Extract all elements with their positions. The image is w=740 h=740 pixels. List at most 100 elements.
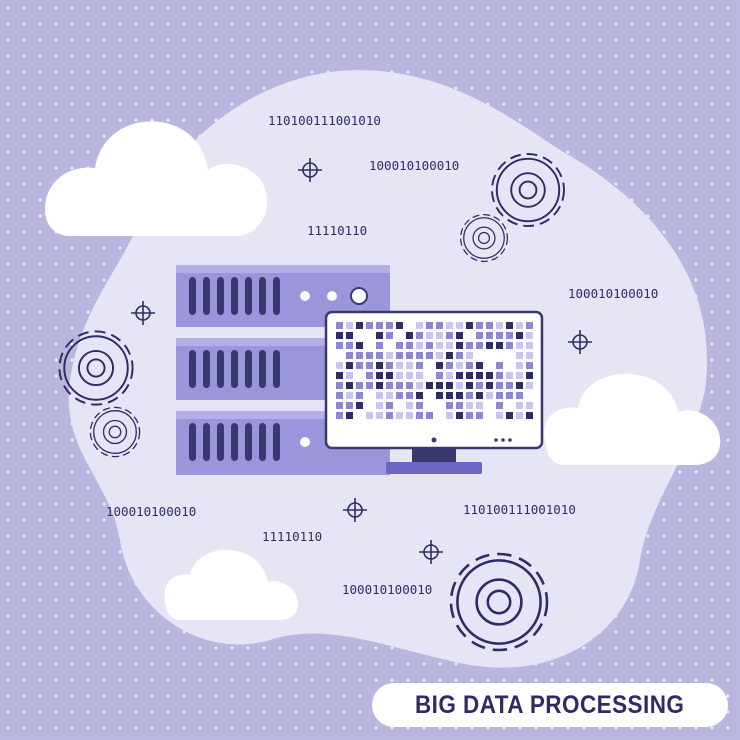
data-pixel bbox=[426, 322, 433, 329]
data-pixel bbox=[446, 412, 453, 419]
data-pixel bbox=[416, 412, 423, 419]
data-pixel bbox=[426, 342, 433, 349]
data-pixel bbox=[346, 332, 353, 339]
data-pixel bbox=[466, 342, 473, 349]
data-pixel bbox=[416, 392, 423, 399]
data-pixel bbox=[406, 362, 413, 369]
data-pixel bbox=[526, 372, 533, 379]
data-pixel bbox=[396, 382, 403, 389]
data-pixel bbox=[396, 392, 403, 399]
data-pixel bbox=[436, 392, 443, 399]
data-pixel bbox=[496, 372, 503, 379]
cloud-icon bbox=[544, 373, 721, 465]
data-pixel bbox=[386, 392, 393, 399]
data-pixel bbox=[446, 352, 453, 359]
data-pixel bbox=[426, 382, 433, 389]
data-pixel bbox=[456, 392, 463, 399]
data-pixel bbox=[406, 332, 413, 339]
data-pixel bbox=[406, 382, 413, 389]
data-pixel bbox=[416, 332, 423, 339]
data-pixel bbox=[386, 322, 393, 329]
data-pixel bbox=[346, 342, 353, 349]
data-pixel bbox=[436, 362, 443, 369]
data-pixel bbox=[346, 392, 353, 399]
data-pixel bbox=[446, 382, 453, 389]
monitor-icon bbox=[324, 310, 544, 474]
data-pixel bbox=[366, 322, 373, 329]
data-pixel bbox=[516, 402, 523, 409]
data-pixel bbox=[516, 412, 523, 419]
data-pixel bbox=[486, 322, 493, 329]
data-pixel bbox=[526, 322, 533, 329]
data-pixel bbox=[496, 412, 503, 419]
page-title: BIG DATA PROCESSING bbox=[415, 690, 685, 719]
data-pixel bbox=[366, 382, 373, 389]
data-pixel bbox=[406, 392, 413, 399]
data-pixel bbox=[396, 362, 403, 369]
data-pixel bbox=[376, 342, 383, 349]
data-pixel bbox=[526, 362, 533, 369]
binary-label: 100010100010 bbox=[106, 504, 196, 519]
data-pixel bbox=[456, 382, 463, 389]
data-pixel bbox=[456, 332, 463, 339]
data-pixel bbox=[486, 392, 493, 399]
data-pixel bbox=[416, 382, 423, 389]
data-pixel bbox=[336, 332, 343, 339]
data-pixel bbox=[376, 322, 383, 329]
data-pixel bbox=[506, 382, 513, 389]
data-pixel bbox=[506, 412, 513, 419]
data-pixel bbox=[526, 382, 533, 389]
data-pixel bbox=[436, 352, 443, 359]
data-pixel bbox=[516, 392, 523, 399]
data-pixel bbox=[496, 402, 503, 409]
data-pixel bbox=[376, 412, 383, 419]
data-pixel bbox=[376, 352, 383, 359]
data-pixel bbox=[386, 332, 393, 339]
data-pixel bbox=[446, 392, 453, 399]
data-pixel bbox=[496, 382, 503, 389]
data-pixel bbox=[416, 372, 423, 379]
data-pixel bbox=[456, 412, 463, 419]
data-pixel bbox=[526, 412, 533, 419]
data-pixel bbox=[496, 392, 503, 399]
data-pixel bbox=[356, 392, 363, 399]
data-pixel bbox=[436, 372, 443, 379]
data-pixel bbox=[446, 332, 453, 339]
data-pixel bbox=[466, 352, 473, 359]
data-pixel bbox=[506, 342, 513, 349]
data-pixel bbox=[406, 352, 413, 359]
data-pixel bbox=[486, 332, 493, 339]
data-pixel bbox=[506, 392, 513, 399]
binary-label: 110100111001010 bbox=[463, 502, 576, 517]
data-pixel bbox=[356, 402, 363, 409]
data-pixel bbox=[446, 322, 453, 329]
data-pixel bbox=[346, 412, 353, 419]
data-pixel bbox=[336, 412, 343, 419]
data-pixel bbox=[376, 332, 383, 339]
data-pixel bbox=[446, 362, 453, 369]
data-pixel bbox=[466, 322, 473, 329]
data-pixel bbox=[386, 352, 393, 359]
data-pixel bbox=[436, 382, 443, 389]
data-pixel bbox=[446, 342, 453, 349]
data-pixel bbox=[386, 382, 393, 389]
binary-label: 110100111001010 bbox=[268, 113, 381, 128]
data-pixel bbox=[336, 342, 343, 349]
data-pixel bbox=[476, 322, 483, 329]
data-pixel bbox=[396, 342, 403, 349]
data-pixel bbox=[336, 372, 343, 379]
data-pixel bbox=[476, 332, 483, 339]
data-pixel bbox=[466, 412, 473, 419]
data-pixel bbox=[456, 342, 463, 349]
data-pixel bbox=[466, 402, 473, 409]
data-pixel bbox=[346, 322, 353, 329]
data-pixel bbox=[476, 392, 483, 399]
data-pixel bbox=[476, 362, 483, 369]
data-pixel bbox=[506, 372, 513, 379]
data-pixel bbox=[376, 392, 383, 399]
data-pixel bbox=[396, 372, 403, 379]
data-pixel bbox=[356, 352, 363, 359]
data-pixel bbox=[466, 362, 473, 369]
data-pixel bbox=[396, 412, 403, 419]
